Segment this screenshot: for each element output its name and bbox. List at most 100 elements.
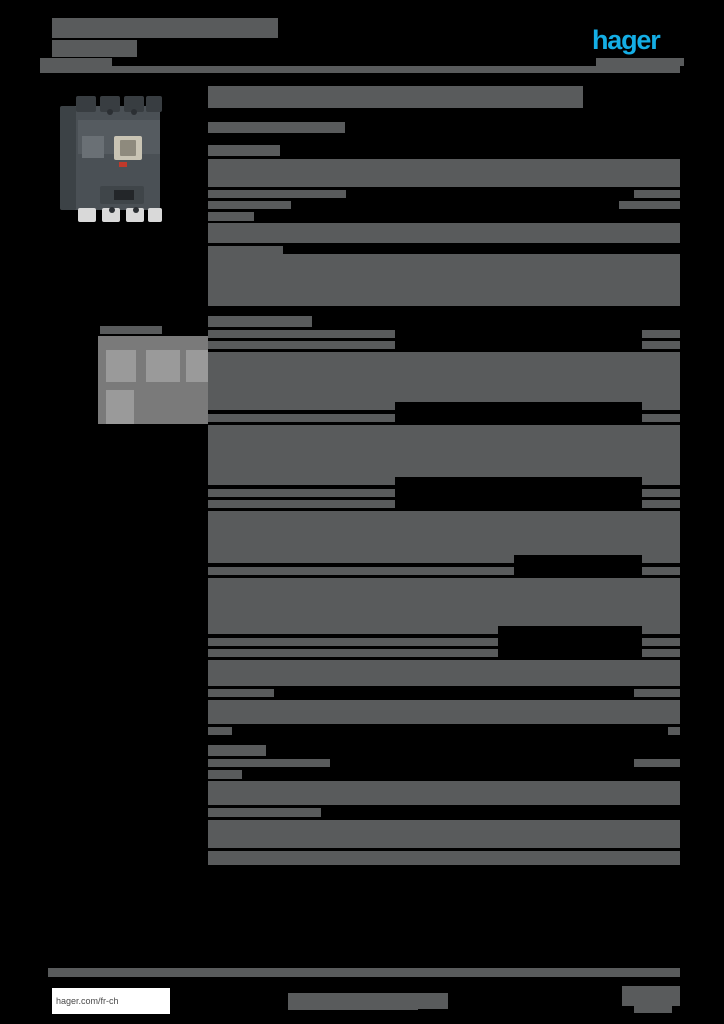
row-separator (208, 848, 680, 851)
spec-row (208, 254, 680, 306)
spec-row (208, 759, 680, 767)
spec-row (208, 477, 680, 485)
row-separator (208, 306, 680, 310)
row-separator (208, 563, 680, 567)
page-title-redacted (208, 86, 583, 108)
row-separator (208, 349, 680, 352)
spec-row-value-gutter (395, 500, 642, 508)
section-3-heading (208, 745, 680, 756)
spec-row (208, 190, 680, 198)
spec-row-value-gutter (274, 689, 634, 697)
section-2-heading (208, 316, 680, 327)
spec-table (208, 145, 680, 865)
spec-row (208, 851, 680, 865)
row-separator (208, 697, 680, 700)
spec-row (208, 626, 680, 634)
section-2-heading-label-redacted (208, 316, 312, 327)
left-column (48, 86, 268, 424)
thumbnail-2[interactable] (146, 350, 180, 382)
spec-row-value-gutter (498, 638, 642, 646)
spec-row-value-gutter (232, 727, 668, 735)
spec-row (208, 808, 680, 817)
row-separator (208, 508, 680, 511)
spec-row-value-gutter (395, 330, 642, 338)
footer-rule (48, 968, 680, 977)
section-3 (208, 745, 680, 865)
spec-row (208, 638, 680, 646)
row-separator (208, 646, 680, 649)
row-separator (208, 187, 680, 190)
spec-row-value-gutter (395, 341, 642, 349)
row-separator (208, 338, 680, 341)
spec-row-value-gutter (254, 212, 680, 221)
page-subtitle-redacted (208, 122, 345, 133)
row-separator (208, 724, 680, 727)
header-rule-stub (40, 58, 112, 67)
spec-row (208, 567, 680, 575)
section-1-heading (208, 145, 680, 156)
spec-row (208, 820, 680, 848)
thumbnail-5[interactable] (106, 390, 134, 424)
row-separator (208, 817, 680, 820)
footer-url-box[interactable]: hager.com/fr-ch (52, 988, 170, 1014)
spec-row (208, 770, 680, 779)
spec-row (208, 425, 680, 477)
mccb-product-photo (48, 86, 178, 238)
thumbnail-1[interactable] (106, 350, 136, 382)
row-separator (208, 735, 680, 739)
spec-row (208, 781, 680, 805)
spec-row-value-gutter (283, 246, 680, 254)
row-separator (208, 422, 680, 425)
row-separator (208, 686, 680, 689)
spec-row (208, 201, 680, 209)
spec-row-value-gutter (346, 190, 634, 198)
row-separator (208, 779, 680, 781)
row-separator (208, 243, 680, 246)
row-separator (208, 657, 680, 660)
spec-row-value-gutter (514, 555, 642, 563)
spec-row (208, 660, 680, 686)
spec-row (208, 489, 680, 497)
spec-row (208, 223, 680, 243)
page-footer (0, 960, 724, 1024)
spec-row (208, 159, 680, 187)
spec-row-value-gutter (291, 201, 619, 209)
spec-row-value-gutter (395, 402, 642, 410)
spec-row (208, 578, 680, 626)
spec-row (208, 689, 680, 697)
row-separator (208, 497, 680, 500)
section-1 (208, 145, 680, 310)
row-separator (208, 575, 680, 578)
spec-row (208, 212, 680, 221)
section-separator (208, 739, 680, 745)
row-separator (208, 805, 680, 808)
spec-row (208, 555, 680, 563)
spec-row (208, 511, 680, 555)
spec-row-value-gutter (395, 477, 642, 485)
row-separator (208, 221, 680, 223)
spec-row-value-gutter (498, 626, 642, 634)
header-subtitle-redacted (52, 40, 137, 57)
row-separator (208, 485, 680, 489)
section-3-heading-label-redacted (208, 745, 266, 756)
spec-row-value-gutter (498, 649, 642, 657)
mccb-illustration (60, 96, 162, 222)
header-rule (40, 66, 680, 73)
spec-row (208, 414, 680, 422)
section-separator (208, 310, 680, 316)
spec-row-value-gutter (321, 808, 680, 817)
spec-row (208, 727, 680, 735)
header-logo-underbar (596, 58, 684, 66)
footer-url-text: hager.com/fr-ch (56, 996, 119, 1006)
header-title-redacted (52, 18, 278, 38)
row-separator (208, 756, 680, 759)
spec-row (208, 341, 680, 349)
row-separator (208, 634, 680, 638)
hager-logo: hager (592, 26, 684, 54)
spec-row-value-gutter (242, 770, 680, 779)
section-2 (208, 316, 680, 739)
row-separator (208, 767, 680, 770)
footer-page-number-redacted (622, 986, 680, 1006)
hager-logo-text: hager (592, 25, 661, 55)
